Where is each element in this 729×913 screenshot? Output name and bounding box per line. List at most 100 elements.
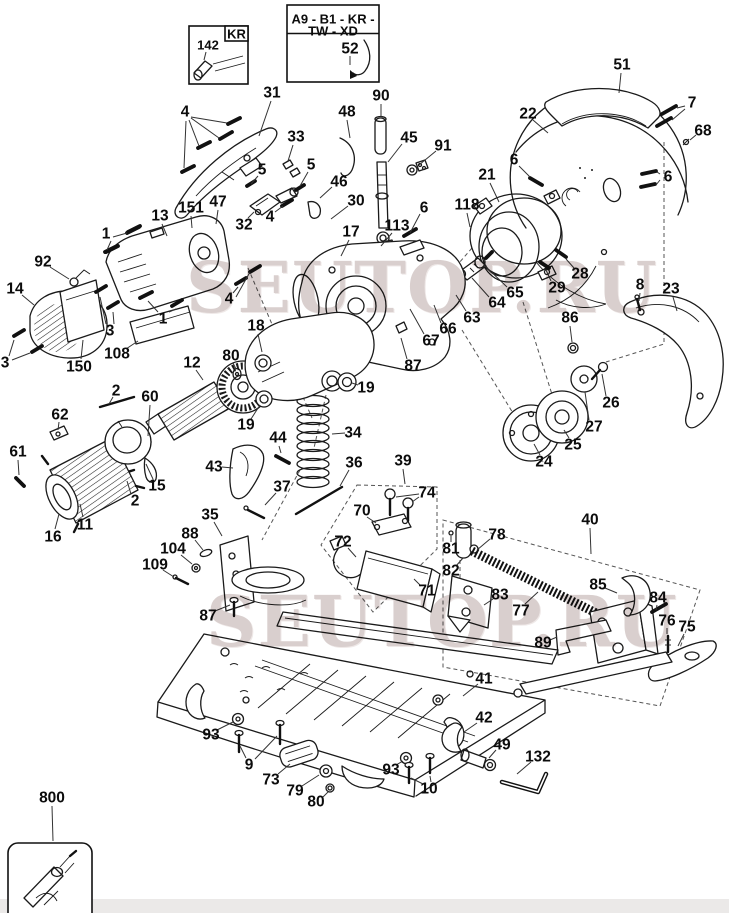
- leader-line: [347, 547, 357, 558]
- leader-line: [257, 333, 263, 353]
- leader-line: [49, 266, 70, 280]
- leader-line: [168, 308, 177, 313]
- leader-line: [488, 749, 497, 759]
- part-label-49: 49: [493, 737, 511, 754]
- part-label-72: 72: [334, 534, 351, 551]
- part-label-28: 28: [571, 266, 589, 283]
- part-label-3: 3: [1, 355, 10, 372]
- part-label-109: 109: [142, 557, 168, 574]
- brush-inset-box: KR 142: [188, 25, 249, 85]
- part-label-18: 18: [247, 318, 265, 335]
- part-label-27: 27: [585, 419, 602, 436]
- leader-line: [516, 761, 532, 775]
- leader-line: [54, 513, 60, 530]
- leader-line: [366, 516, 377, 524]
- blade-guard: [509, 87, 689, 309]
- leader-line: [418, 150, 437, 166]
- part-label-23: 23: [662, 281, 680, 298]
- part-label-4: 4: [181, 104, 190, 121]
- leader-line: [190, 215, 193, 229]
- region-code-label: KR: [227, 27, 246, 42]
- leader-line: [277, 763, 291, 775]
- part-label-6: 6: [420, 200, 429, 217]
- motor-screws: [12, 116, 294, 354]
- part-label-13: 13: [151, 208, 169, 225]
- part-label-74: 74: [418, 485, 436, 502]
- part-label-15: 15: [148, 478, 166, 495]
- leader-line: [79, 503, 84, 518]
- part-label-26: 26: [602, 395, 620, 412]
- leader-line: [549, 636, 558, 641]
- leader-lines: [8, 72, 697, 799]
- coil-spring: [296, 394, 330, 489]
- leader-line: [195, 369, 204, 381]
- leader-line: [221, 466, 234, 469]
- part-label-81: 81: [442, 541, 460, 558]
- part-label-91: 91: [434, 138, 452, 155]
- leader-line: [339, 469, 350, 487]
- part-label-82: 82: [442, 563, 459, 580]
- part-label-80: 80: [222, 348, 239, 365]
- leader-line: [655, 604, 658, 611]
- part-label-16: 16: [44, 529, 62, 546]
- part-label-7: 7: [688, 95, 697, 112]
- leader-line: [569, 325, 573, 343]
- leader-line: [638, 292, 641, 302]
- leader-line: [112, 311, 115, 325]
- lock-off-cluster: [249, 187, 322, 219]
- part-label-79: 79: [286, 783, 304, 800]
- leader-line: [410, 777, 424, 785]
- part-label-150: 150: [66, 359, 92, 376]
- part-label-77: 77: [512, 603, 529, 620]
- part-label-37: 37: [273, 479, 290, 496]
- part-label-90: 90: [372, 88, 389, 105]
- part-label-45: 45: [400, 130, 418, 147]
- leader-line: [671, 108, 686, 121]
- blade-flanges: [502, 361, 609, 462]
- end-cap-and-plates: [29, 269, 195, 359]
- part-label-89: 89: [534, 635, 552, 652]
- leader-line: [235, 271, 251, 298]
- leader-line: [11, 352, 31, 361]
- part-label-39: 39: [394, 453, 412, 470]
- part-label-93: 93: [382, 762, 400, 779]
- part-label-68: 68: [694, 123, 712, 140]
- leader-line: [676, 105, 686, 109]
- part-label-44: 44: [269, 430, 287, 447]
- part-label-108: 108: [104, 346, 130, 363]
- part-label-6: 6: [510, 152, 519, 169]
- leader-line: [563, 429, 570, 439]
- leader-line: [274, 205, 284, 213]
- part-label-63: 63: [463, 310, 481, 327]
- leader-line: [112, 232, 128, 238]
- leader-line: [301, 774, 320, 787]
- leader-line: [80, 339, 84, 360]
- part-label-42: 42: [475, 710, 492, 727]
- part-label-84: 84: [649, 590, 667, 607]
- part-label-151: 151: [178, 200, 204, 217]
- depth-stop-group: [447, 521, 717, 682]
- leader-line: [604, 587, 618, 594]
- leader-line: [162, 569, 175, 578]
- part-label-21: 21: [478, 167, 496, 184]
- part-label-46: 46: [330, 174, 348, 191]
- leader-line: [689, 134, 697, 141]
- part-label-71: 71: [418, 583, 436, 600]
- parts-artwork: [12, 87, 724, 798]
- part-label-66: 66: [439, 321, 457, 338]
- leader-line: [672, 296, 678, 312]
- region-box-title-line2: TW - XD: [308, 24, 358, 39]
- leader-line: [232, 286, 239, 294]
- region-box-frame: [286, 4, 380, 83]
- part-label-83: 83: [491, 587, 509, 604]
- leader-line: [411, 496, 420, 503]
- leader-line: [533, 443, 541, 456]
- leader-line: [433, 304, 442, 324]
- part-label-60: 60: [141, 389, 158, 406]
- leader-line: [183, 120, 187, 169]
- leader-line: [584, 391, 590, 421]
- part-label-41: 41: [475, 671, 493, 688]
- region-inset-box: A9 - B1 - KR - TW - XD 52: [286, 4, 380, 83]
- part-label-10: 10: [420, 781, 437, 798]
